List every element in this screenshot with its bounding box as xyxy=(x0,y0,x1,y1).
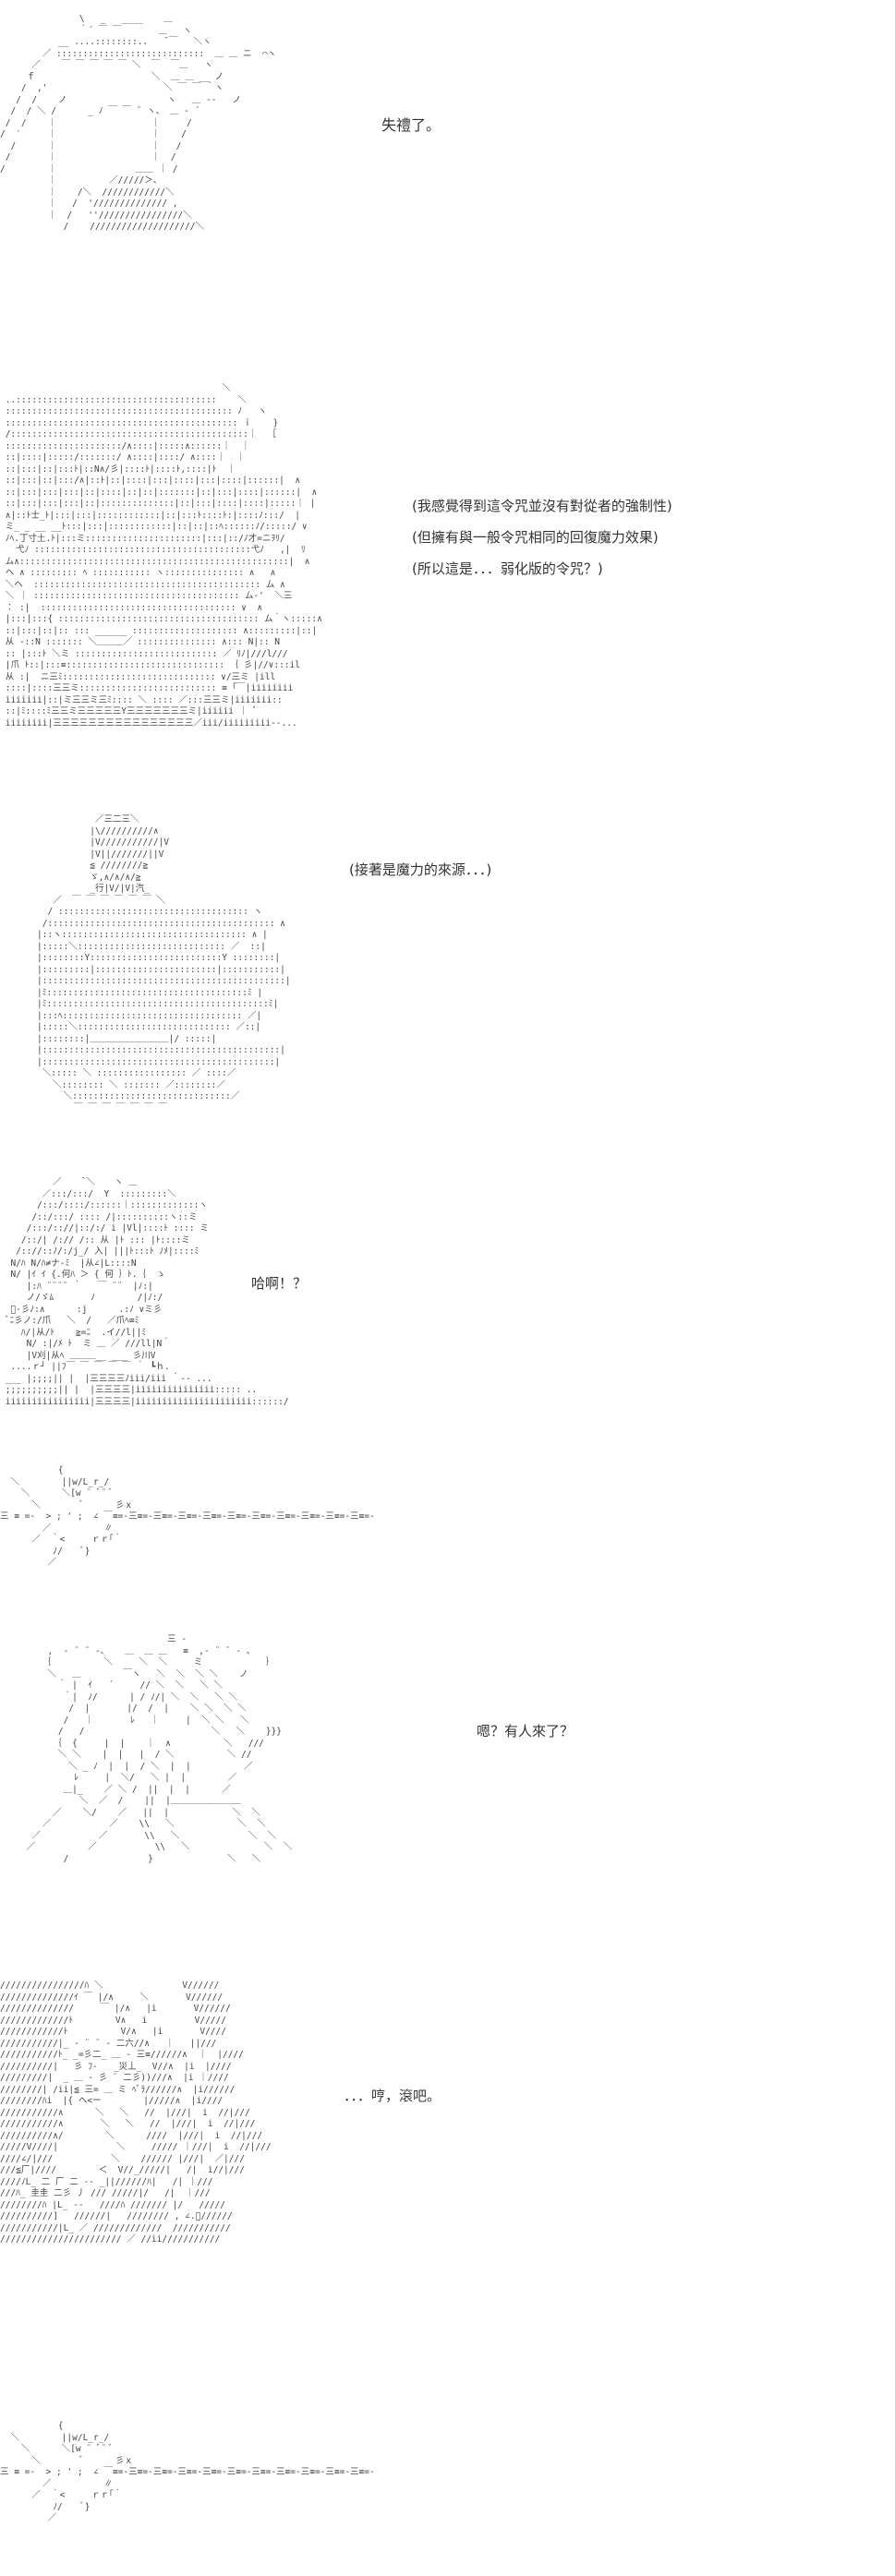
panel-8: { ＼ ||w/L_r_/ ＼ ＼[w ¨ ﾞ¨ ﾞ ＼ ﾞ 彡ｘ 三 ≡ =-… xyxy=(0,2410,895,2576)
panel-3-ascii-art: ／三二三＼ |\//////////∧ |V///////////|V |V||… xyxy=(37,814,291,1113)
panel-2-line-2: (但擁有與一般令咒相同的回復魔力效果) xyxy=(412,529,659,546)
panel-1-line-1: 失禮了。 xyxy=(381,116,441,134)
panel-7-line-1: ．．．哼，滾吧。 xyxy=(344,2088,441,2104)
panel-7-ascii-art: ////////////////ﾊ ＼ V////// ////////////… xyxy=(0,1980,272,2245)
panel-6: ￣三 ‐ , ‐ ¨ ¨ ‐、 ＿ ＿ ＿ ≡ ,‐ ¨ ¨ ‐ 、 ｛ ＼ ＼… xyxy=(0,1616,895,1976)
panel-1: \ _ ____ ＿ ｀´ ￣ ￣ ＿ ヽ __ ....::::::::.. … xyxy=(0,0,895,379)
panel-4-ascii-art: ／￣ ̄ ＼ ｀ヽ ＿ ／:::/:::/ Y :::::::::＼ /:::/… xyxy=(5,1177,289,1407)
panel-4-line-1: 哈啊！？ xyxy=(251,1275,308,1292)
panel-3-line-1: (接著是魔力的來源．．．) xyxy=(349,861,492,878)
panel-5: { ＼ ||w/L_r_/ ＼ ＼[w ¨ ﾞ¨ ﾞ ＼ ﾞ 彡ｘ 三 ≡ =-… xyxy=(0,1454,895,1616)
panel-8-ascii-art: { ＼ ||w/L_r_/ ＼ ＼[w ¨ ﾞ¨ ﾞ ＼ ﾞ 彡ｘ 三 ≡ =-… xyxy=(0,2421,375,2523)
panel-2-ascii-art: ＼ ..::::::::::::::::::::::::::::::::::::… xyxy=(5,383,322,728)
panel-2-line-3: (所以這是．．．弱化版的令咒？) xyxy=(412,560,603,577)
panel-1-ascii-art: \ _ ____ ＿ ｀´ ￣ ￣ ＿ ヽ __ ....::::::::.. … xyxy=(0,14,277,232)
panel-4: ／￣ ̄ ＼ ｀ヽ ＿ ／:::/:::/ Y :::::::::＼ /:::/… xyxy=(0,1173,895,1454)
panel-5-ascii-art: { ＼ ||w/L_r_/ ＼ ＼[w ¨ ﾞ¨ ﾞ ＼ ﾞ 彡ｘ 三 ≡ =-… xyxy=(0,1465,375,1568)
panel-3: ／三二三＼ |\//////////∧ |V///////////|V |V||… xyxy=(0,803,895,1173)
panel-7: ////////////////ﾊ ＼ V////// ////////////… xyxy=(0,1976,895,2410)
panel-2-line-1: (我感覺得到這令咒並沒有對從者的強制性) xyxy=(412,498,672,514)
panel-2: ＼ ..::::::::::::::::::::::::::::::::::::… xyxy=(0,379,895,803)
panel-6-ascii-art: ￣三 ‐ , ‐ ¨ ¨ ‐、 ＿ ＿ ＿ ≡ ,‐ ¨ ¨ ‐ 、 ｛ ＼ ＼… xyxy=(26,1634,293,1864)
panel-6-line-1: 嗯？有人來了？ xyxy=(477,1723,574,1739)
